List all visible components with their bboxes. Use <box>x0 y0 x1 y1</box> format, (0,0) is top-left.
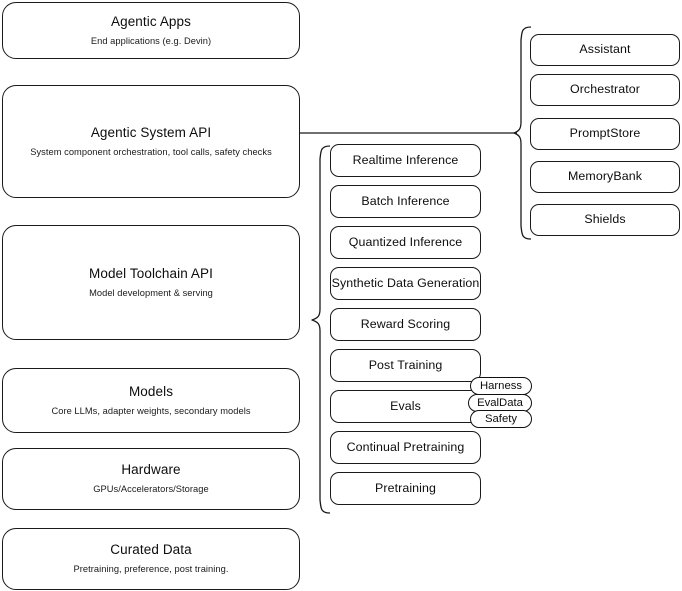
capability-title: Post Training <box>368 357 443 372</box>
eval-tag-harness[interactable]: Harness <box>470 377 532 395</box>
eval-tag-label: Harness <box>479 380 523 392</box>
capability-box-synthetic-data-generation[interactable]: Synthetic Data Generation <box>330 267 481 300</box>
layer-subtitle: Pretraining, preference, post training. <box>73 564 229 575</box>
capability-box-pretraining[interactable]: Pretraining <box>330 472 481 505</box>
layer-subtitle: Core LLMs, adapter weights, secondary mo… <box>51 405 251 416</box>
capability-title: Quantized Inference <box>348 234 463 249</box>
brace-components <box>513 26 532 240</box>
layer-subtitle: End applications (e.g. Devin) <box>90 35 212 46</box>
component-title: Orchestrator <box>569 82 641 97</box>
component-title: Shields <box>584 212 626 227</box>
layer-box-model-toolchain-api[interactable]: Model Toolchain API Model development & … <box>2 225 300 340</box>
eval-tag-label: EvalData <box>477 397 523 409</box>
eval-tag-label: Safety <box>484 413 518 425</box>
capability-box-continual-pretraining[interactable]: Continual Pretraining <box>330 431 481 464</box>
layer-title: Models <box>128 383 174 399</box>
component-box-orchestrator[interactable]: Orchestrator <box>530 74 680 106</box>
component-box-memorybank[interactable]: MemoryBank <box>530 161 680 193</box>
layer-box-agentic-system-api[interactable]: Agentic System API System component orch… <box>2 85 300 198</box>
capability-title: Batch Inference <box>361 193 450 208</box>
capability-box-batch-inference[interactable]: Batch Inference <box>330 185 481 218</box>
component-title: MemoryBank <box>568 169 642 184</box>
layer-box-models[interactable]: Models Core LLMs, adapter weights, secon… <box>2 368 300 433</box>
layer-subtitle: System component orchestration, tool cal… <box>30 146 272 157</box>
eval-tag-safety[interactable]: Safety <box>470 410 532 428</box>
capability-title: Evals <box>390 398 421 413</box>
component-box-assistant[interactable]: Assistant <box>530 34 680 66</box>
brace-capabilities <box>311 145 331 514</box>
layer-subtitle: Model development & serving <box>89 287 213 298</box>
capability-box-reward-scoring[interactable]: Reward Scoring <box>330 308 481 341</box>
capability-title: Reward Scoring <box>360 316 451 331</box>
layer-title: Curated Data <box>110 542 192 558</box>
capability-box-realtime-inference[interactable]: Realtime Inference <box>330 144 481 177</box>
layer-title: Agentic Apps <box>110 13 191 29</box>
capability-title: Synthetic Data Generation <box>331 275 480 290</box>
component-box-shields[interactable]: Shields <box>530 204 680 236</box>
capability-title: Continual Pretraining <box>346 439 465 454</box>
capability-box-evals[interactable]: Evals <box>330 390 481 423</box>
layer-title: Hardware <box>121 462 181 478</box>
layer-box-hardware[interactable]: Hardware GPUs/Accelerators/Storage <box>2 448 300 510</box>
capability-box-quantized-inference[interactable]: Quantized Inference <box>330 226 481 259</box>
capability-title: Realtime Inference <box>352 152 459 167</box>
layer-box-agentic-apps[interactable]: Agentic Apps End applications (e.g. Devi… <box>2 2 300 59</box>
capability-title: Pretraining <box>374 480 437 495</box>
component-title: PromptStore <box>569 126 641 141</box>
capability-box-post-training[interactable]: Post Training <box>330 349 481 382</box>
layer-title: Agentic System API <box>90 124 212 140</box>
layer-subtitle: GPUs/Accelerators/Storage <box>93 484 209 495</box>
component-title: Assistant <box>579 42 631 57</box>
component-box-promptstore[interactable]: PromptStore <box>530 118 680 150</box>
layer-box-curated-data[interactable]: Curated Data Pretraining, preference, po… <box>2 528 300 590</box>
layer-title: Model Toolchain API <box>89 265 213 281</box>
